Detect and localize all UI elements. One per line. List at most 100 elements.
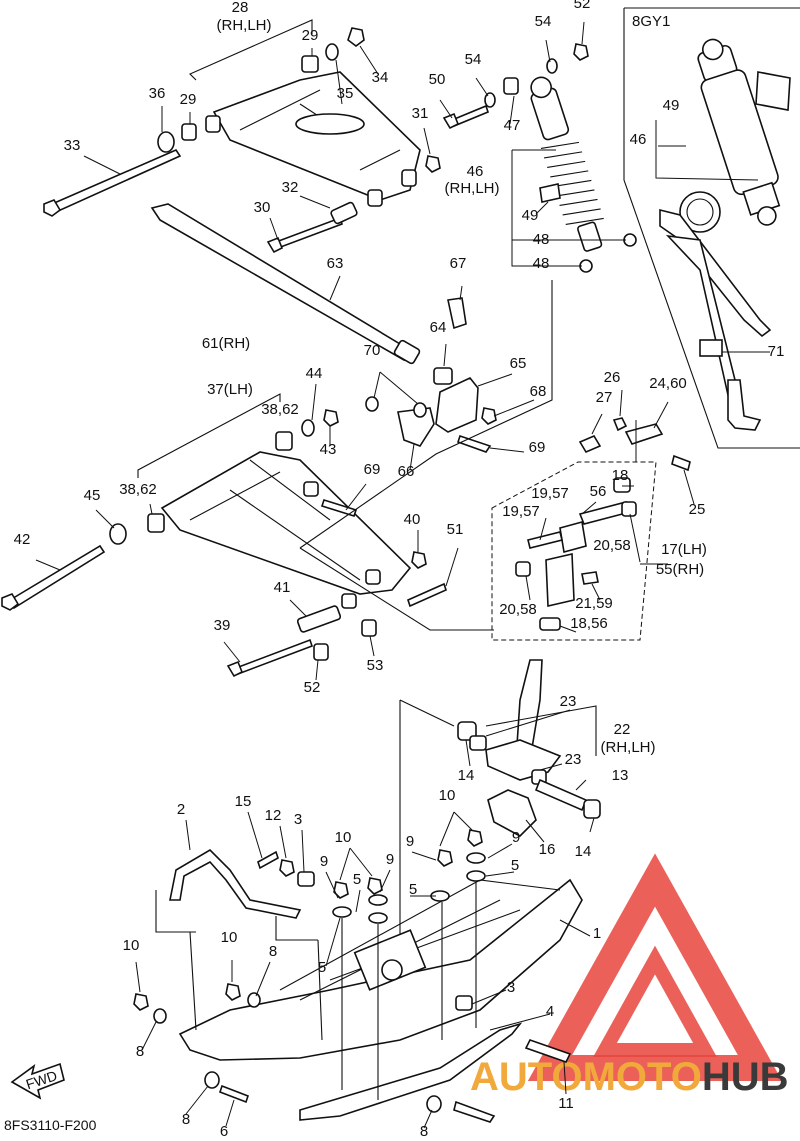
- nut-31: [425, 155, 441, 173]
- callout-c38a: 38,62: [261, 401, 299, 418]
- washer-20-58b: [515, 561, 531, 577]
- callout-c69b: 69: [364, 461, 381, 478]
- callout-c10d: 10: [123, 937, 140, 954]
- variant-shock-absorber: [697, 38, 781, 226]
- bolt-69a: [456, 434, 492, 453]
- callout-c1957a: 19,57: [531, 485, 569, 502]
- callout-c14a: 14: [458, 767, 475, 784]
- callout-c50: 50: [429, 71, 446, 88]
- bolt-39: [234, 638, 314, 676]
- bolt-69b: [320, 499, 358, 517]
- callout-c45: 45: [84, 487, 101, 504]
- nut-12: [279, 859, 295, 877]
- callout-c49a: 49: [522, 207, 539, 224]
- callout-c32: 32: [282, 179, 299, 196]
- collar-47: [503, 77, 519, 95]
- callout-c71: 71: [768, 343, 785, 360]
- nut-26: [612, 417, 628, 432]
- callout-c37: 37(LH): [207, 381, 253, 398]
- callout-c8gy1_46: 46: [630, 131, 647, 148]
- cap-27: [578, 434, 602, 454]
- callout-c47: 47: [504, 117, 521, 134]
- callout-c68: 68: [530, 383, 547, 400]
- callout-c18a: 18: [612, 467, 629, 484]
- arm-24-60: [624, 423, 664, 445]
- callout-c1: 1: [593, 925, 601, 942]
- bolt-25: [671, 454, 691, 472]
- callout-c69a: 69: [529, 439, 546, 456]
- callout-c23b: 23: [565, 751, 582, 768]
- pin-15: [257, 850, 279, 870]
- callout-c52b: 52: [304, 679, 321, 696]
- callout-c3b: 3: [507, 979, 515, 996]
- bolt-6: [218, 1084, 250, 1104]
- callout-c63: 63: [327, 255, 344, 272]
- callout-c8b: 8: [136, 1043, 144, 1060]
- callout-c10c: 10: [221, 929, 238, 946]
- callout-c29b: 29: [180, 91, 197, 108]
- bolt-33: [50, 148, 182, 214]
- callout-c17: 17(LH): [661, 541, 707, 558]
- callout-c23a: 23: [560, 693, 577, 710]
- ski-handle-2: [169, 848, 302, 919]
- callout-c42: 42: [14, 531, 31, 548]
- callout-c22b: (RH,LH): [601, 739, 656, 756]
- callout-c28b: (RH,LH): [217, 17, 272, 34]
- bolt-11: [524, 1039, 572, 1063]
- bolt-19-57b: [527, 531, 563, 549]
- collar-53: [361, 619, 377, 637]
- callout-c64: 64: [430, 319, 447, 336]
- callout-c13: 13: [612, 767, 629, 784]
- callout-c22: 22: [614, 721, 631, 738]
- bracket-65: [435, 377, 479, 433]
- upper-arm: [212, 71, 421, 201]
- washer-35: [325, 43, 339, 61]
- callout-c5c: 5: [353, 871, 361, 888]
- callout-c8c: 8: [182, 1111, 190, 1128]
- spindle: [545, 553, 575, 607]
- bolt-67: [447, 297, 467, 330]
- callout-c31: 31: [412, 105, 429, 122]
- callout-c8gy1_49: 49: [663, 97, 680, 114]
- washer-54a: [484, 92, 496, 108]
- nut-10d: [133, 993, 149, 1011]
- callout-c10a: 10: [439, 787, 456, 804]
- collar-41: [296, 605, 342, 633]
- callout-c55: 55(RH): [656, 561, 704, 578]
- bolt-51: [407, 582, 447, 608]
- callout-c43: 43: [320, 441, 337, 458]
- variant-box-label: 8GY1: [632, 13, 670, 30]
- callout-c8d: 8: [420, 1123, 428, 1140]
- callout-c36: 36: [149, 85, 166, 102]
- callout-c15: 15: [235, 793, 252, 810]
- callout-c48b: 48: [533, 255, 550, 272]
- callout-c67: 67: [450, 255, 467, 272]
- ski-assembly: [133, 811, 591, 1129]
- nut-43: [323, 409, 339, 427]
- callout-c54b: 54: [535, 13, 552, 30]
- callout-c51: 51: [447, 521, 464, 538]
- callout-c46b: (RH,LH): [445, 180, 500, 197]
- callout-c54a: 54: [465, 51, 482, 68]
- bushing-18: [613, 477, 631, 493]
- tie-rod-63: [150, 203, 421, 365]
- callout-c52a: 52: [574, 0, 591, 12]
- callout-c40: 40: [404, 511, 421, 528]
- front-shock-assembly: [439, 21, 637, 273]
- callout-c9c: 9: [320, 853, 328, 870]
- callout-c26: 26: [604, 369, 621, 386]
- nut-34: [347, 27, 365, 47]
- upper-arm-assembly: [43, 19, 441, 254]
- variant-sleeve: [755, 71, 791, 111]
- callout-c12: 12: [265, 807, 282, 824]
- collar-29a: [301, 55, 319, 73]
- collar-29b: [181, 123, 197, 141]
- washer-44: [301, 419, 315, 437]
- callout-c29a: 29: [302, 27, 319, 44]
- variant-box-8gy1: 8GY1: [623, 7, 800, 449]
- lower-arm-assembly: [1, 280, 553, 681]
- callout-c66: 66: [398, 463, 415, 480]
- callout-c39: 39: [214, 617, 231, 634]
- washer-20-58a: [621, 501, 637, 517]
